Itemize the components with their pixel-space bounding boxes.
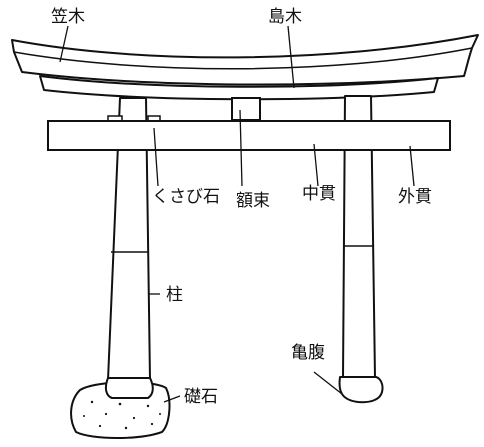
soseki-texture [83, 393, 161, 430]
label-kamebara: 亀腹 [291, 343, 325, 363]
kasagi-beam [11, 34, 479, 86]
label-hashira: 柱 [166, 285, 183, 305]
leader-kamebara [313, 371, 343, 395]
leader-soseki [163, 395, 181, 403]
left-pillar-foot [104, 377, 154, 399]
leader-shimaki [287, 25, 295, 89]
label-shimaki: 島木 [268, 7, 302, 27]
nakanuki-beam [47, 120, 451, 151]
label-gakuzuka: 額束 [236, 191, 270, 211]
kamebara-base [338, 376, 384, 404]
label-kasagi: 笠木 [51, 7, 85, 27]
shimaki-beam [39, 75, 439, 101]
leader-lines [59, 25, 415, 403]
leader-kasagi [59, 25, 69, 63]
label-sotonuki: 外貫 [398, 187, 432, 207]
label-kusabiishi: くさび石 [152, 187, 220, 207]
kasagi-edge-line [13, 47, 473, 70]
leader-nakanuki [313, 143, 319, 187]
leader-kusabiishi [153, 127, 159, 187]
gakuzuka-strut [231, 97, 261, 121]
label-nakanuki: 中貫 [302, 184, 336, 204]
leader-sotonuki [409, 145, 415, 187]
leader-gakuzuka [239, 109, 243, 187]
label-soseki: 礎石 [184, 387, 218, 407]
